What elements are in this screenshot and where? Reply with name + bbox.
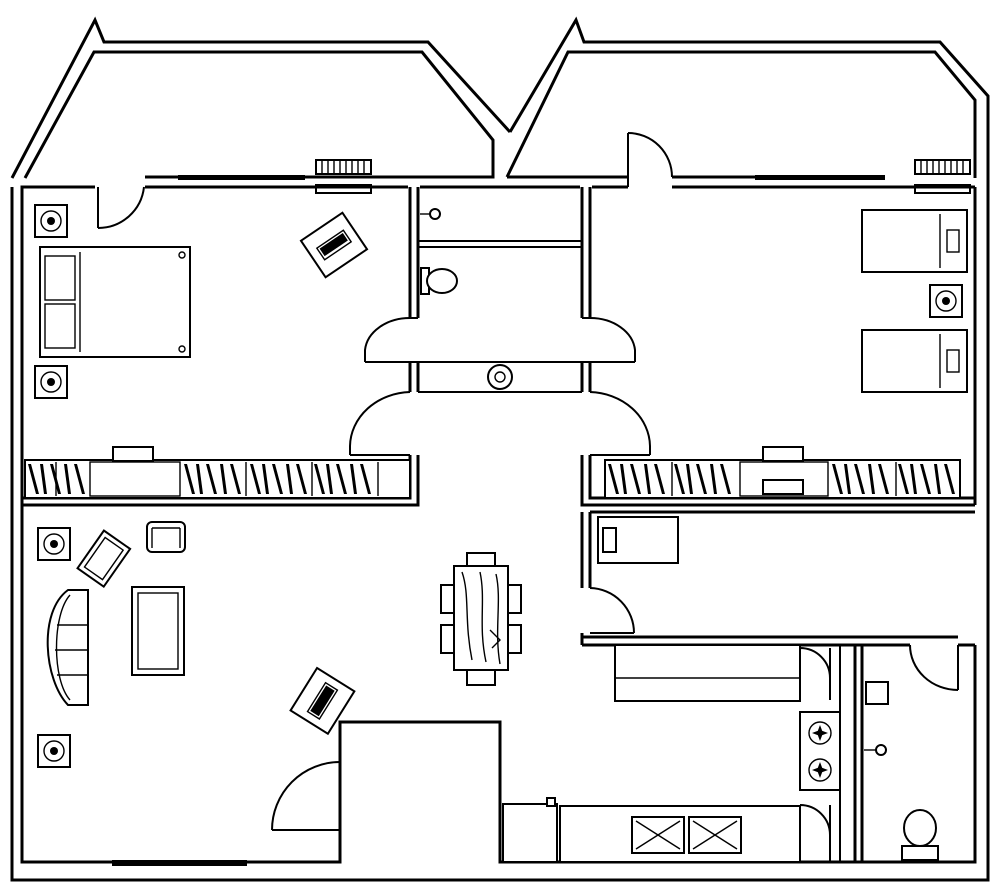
coffee-table-icon: [131, 586, 185, 676]
sliding-door-left: [178, 175, 305, 180]
kitchen-sink-double: [631, 816, 742, 854]
wc-sink-icon: [865, 681, 889, 705]
sink-icon: [487, 364, 513, 390]
sofa-icon: [46, 589, 89, 706]
wc-toilet-icon: [901, 809, 939, 861]
fridge-icon: [502, 797, 558, 863]
tv-unit-bedroom: [299, 211, 369, 279]
bookshelf-left: [24, 446, 411, 499]
tv-unit-living: [289, 666, 356, 736]
exterior-walls: [10, 178, 990, 882]
door-study: [589, 587, 635, 634]
front-sliding-door: [112, 860, 247, 866]
toilet-icon: [420, 267, 458, 295]
door-bedrooms-lower: [349, 391, 651, 456]
stove-icon: [799, 711, 841, 791]
wc-shower-icon: [864, 744, 887, 756]
single-bed-icon: [861, 209, 968, 273]
nightstand-upper: [34, 204, 68, 238]
dining-table-icon: [440, 552, 522, 686]
balcony-left: [10, 16, 512, 179]
single-bed-icon-lower: [861, 329, 968, 393]
tablet-table: [76, 529, 132, 588]
nightstand-twin: [929, 284, 963, 318]
radiator-left: [315, 159, 372, 194]
radiator-right: [914, 159, 971, 194]
nightstand-living-lower: [37, 734, 71, 768]
door-wc: [909, 644, 959, 691]
desk-study: [597, 516, 679, 564]
door-master-bedroom: [97, 186, 145, 230]
door-bathroom-upper: [364, 316, 636, 363]
armchair-icon: [146, 521, 186, 553]
bookshelf-right: [604, 446, 961, 499]
kitchen-counter-upper: [614, 644, 801, 702]
balcony-right: [505, 16, 990, 179]
double-bed-icon: [39, 246, 191, 358]
sliding-door-right: [755, 175, 885, 180]
shower-icon: [420, 208, 441, 220]
door-entry: [271, 761, 341, 831]
door-balcony-right: [627, 132, 673, 187]
nightstand-lower: [34, 365, 68, 399]
nightstand-living-upper: [37, 527, 71, 561]
